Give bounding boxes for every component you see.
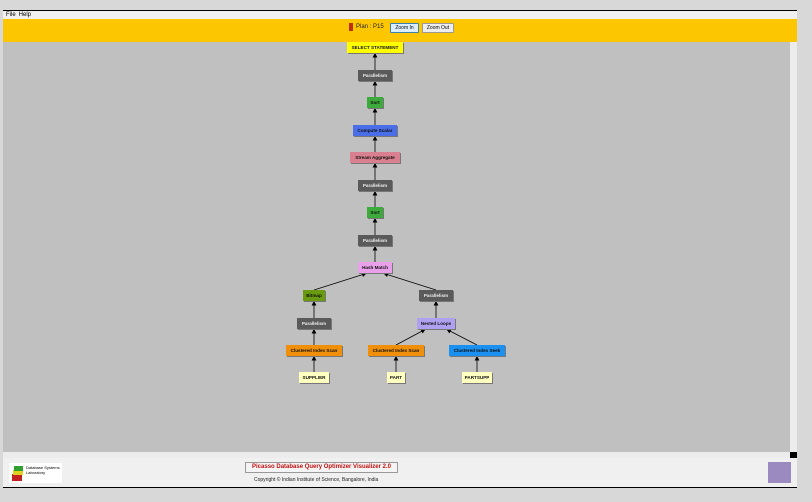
plan-node[interactable]: Compute Scalar — [353, 125, 397, 136]
plan-edge — [313, 272, 367, 291]
horizontal-scrollbar[interactable] — [3, 452, 790, 458]
plan-node[interactable]: Bitmap — [303, 290, 325, 301]
iisc-logo — [768, 462, 791, 483]
plan-node[interactable]: Parallelism — [358, 235, 392, 246]
plan-edge — [395, 329, 426, 346]
plan-node[interactable]: Parallelism — [419, 290, 453, 301]
plan-node[interactable]: Clustered Index Seek — [449, 345, 505, 356]
vertical-scrollbar[interactable] — [790, 42, 797, 452]
logo-text: Database Systems Laboratory — [26, 465, 60, 475]
plan-node[interactable]: Hash Match — [358, 262, 392, 273]
plan-node[interactable]: SUPPLIER — [299, 372, 329, 383]
zoom-in-button[interactable]: Zoom In — [390, 23, 419, 33]
plan-node[interactable]: Sort — [367, 207, 383, 218]
plan-node[interactable]: Parallelism — [358, 70, 392, 81]
footer: Database Systems Laboratory Picasso Data… — [3, 458, 797, 487]
copyright-text: Copyright © Indian Institute of Science,… — [254, 477, 379, 483]
menu-file[interactable]: File — [6, 12, 16, 18]
plan-node[interactable]: PART — [387, 372, 405, 383]
plan-node[interactable]: Nested Loops — [417, 318, 455, 329]
plan-node[interactable]: Stream Aggregate — [350, 152, 400, 163]
plan-node[interactable]: Parallelism — [297, 318, 331, 329]
plan-node[interactable]: Parallelism — [358, 180, 392, 191]
app-title-button[interactable]: Picasso Database Query Optimizer Visuali… — [245, 462, 398, 473]
plan-node[interactable]: Clustered Index Scan — [368, 345, 424, 356]
plan-indicator: Plan : P15 — [349, 23, 384, 31]
zoom-out-button[interactable]: Zoom Out — [422, 23, 454, 33]
plan-edge — [446, 329, 478, 346]
dsl-logo: Database Systems Laboratory — [9, 463, 62, 483]
plan-edge — [383, 272, 437, 291]
plan-node[interactable]: Clustered Index Scan — [286, 345, 342, 356]
plan-node[interactable]: SELECT STATEMENT — [347, 42, 403, 53]
plan-color-swatch — [349, 23, 353, 31]
menu-help[interactable]: Help — [18, 12, 32, 18]
plan-label: Plan : P15 — [356, 24, 384, 30]
plan-edges — [311, 52, 480, 372]
plan-node[interactable]: PARTSUPP — [462, 372, 492, 383]
toolbar: Plan : P15 Zoom In Zoom Out — [3, 19, 797, 43]
plan-node[interactable]: Sort — [367, 97, 383, 108]
